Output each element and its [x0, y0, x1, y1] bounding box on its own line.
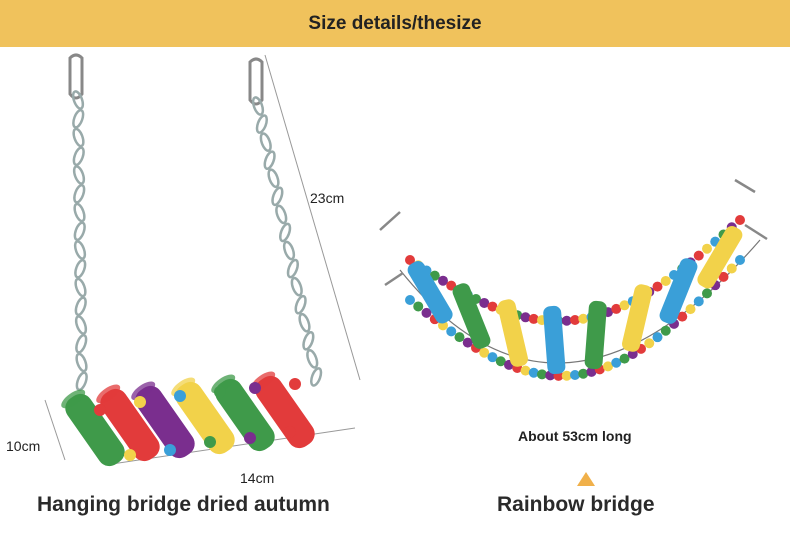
header-banner: Size details/thesize	[0, 0, 790, 47]
right-caption: Rainbow bridge	[497, 493, 655, 516]
pointer-triangle	[577, 472, 595, 486]
width-label: 14cm	[240, 470, 275, 486]
product-photo	[44, 53, 768, 467]
hanging-bridge-image	[44, 53, 361, 467]
length-label: About 53cm long	[518, 428, 632, 444]
rainbow-bridge-image	[379, 178, 768, 381]
header-title: Size details/thesize	[308, 12, 482, 34]
height-label: 23cm	[310, 190, 345, 206]
left-caption: Hanging bridge dried autumn	[37, 493, 330, 516]
depth-label: 10cm	[6, 438, 41, 454]
